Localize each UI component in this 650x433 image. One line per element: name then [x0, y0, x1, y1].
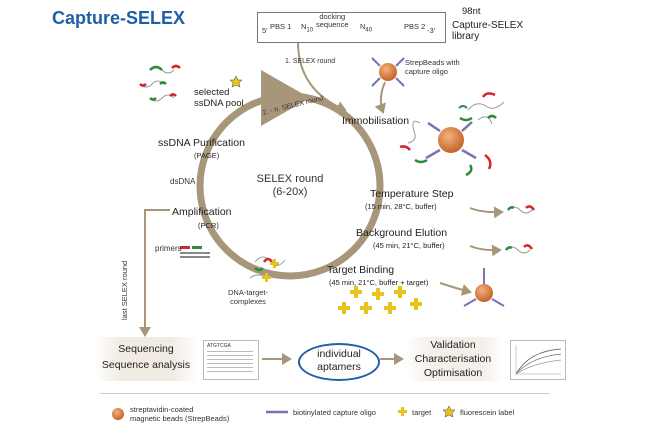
last-round-arrow — [139, 209, 170, 337]
step-background-cond: (45 min, 21°C, buffer) — [373, 241, 445, 250]
page-title: Capture-SELEX — [52, 8, 186, 28]
immobilised-bead — [399, 105, 497, 177]
lib-pbs1: PBS 1 — [270, 22, 292, 31]
legend-fluorescein: fluorescein label — [460, 408, 515, 417]
last-round-label: last SELEX round — [120, 260, 129, 320]
library-box — [257, 12, 446, 43]
cycle-center-label: SELEX round(6-20x) — [256, 173, 324, 198]
step-temperature: Temperature Step — [370, 188, 454, 200]
temp-out-arrow — [469, 206, 504, 219]
legend-target: target — [412, 408, 432, 417]
step-immobilisation: Immobilisation — [342, 115, 410, 127]
step-background: Background Elution — [356, 227, 448, 239]
step-purification-cond: (PAGE) — [194, 151, 220, 160]
lib-length: 98nt — [462, 6, 481, 17]
sequence-document: ATGTCGA — [203, 340, 259, 380]
validation-box — [404, 337, 502, 381]
lib-five-prime: 5' — [262, 26, 268, 35]
legend-target-icon — [398, 407, 407, 416]
legend-divider — [100, 393, 550, 394]
dsdna-label: dsDNA — [170, 177, 196, 186]
target-molecules — [338, 286, 422, 314]
ssdna-strands-top-right — [459, 92, 505, 122]
aptamers-ellipse — [298, 343, 380, 381]
dna-target-label: DNA-target-complexes — [228, 288, 269, 306]
dna-target-complexes — [249, 256, 286, 282]
validation-plot — [510, 340, 566, 380]
sequencing-box — [95, 337, 197, 381]
target-bound-bead — [463, 268, 505, 307]
legend-bead-icon — [112, 408, 124, 420]
step-amplification: Amplification — [172, 206, 232, 218]
strepbead-top — [371, 57, 405, 87]
selected-ssdna-pool — [139, 64, 243, 102]
primers-icon — [180, 246, 210, 258]
legend-fluorescein-icon — [442, 405, 456, 418]
lib-n10: N10 — [301, 22, 314, 34]
selex-cycle-arrow — [196, 70, 384, 280]
lib-n40: N40 — [360, 22, 373, 34]
step-target: Target Binding — [327, 264, 395, 276]
eluted-strands — [505, 205, 536, 254]
bg-out-arrow — [469, 244, 502, 257]
first-round-label: 1. SELEX round — [285, 58, 336, 65]
sequence-document-text: ATGTCGA — [207, 343, 231, 349]
step-amplification-cond: (PCR) — [198, 221, 219, 230]
first-round-arrow — [297, 41, 347, 113]
primers-label: primers — [155, 244, 182, 253]
validation-plot-curves — [515, 345, 562, 375]
step-target-cond: (45 min, 21°C, buffer + target) — [329, 278, 429, 287]
target-out-arrow — [439, 282, 472, 296]
step-purification: ssDNA Purification — [158, 137, 245, 149]
lib-three-prime: -3' — [427, 26, 436, 35]
legend-oligo: biotinylated capture oligo — [293, 408, 376, 417]
beads-arrow — [374, 81, 386, 114]
lib-pbs2: PBS 2 — [404, 22, 426, 31]
step-temperature-cond: (15 min, 28°C, buffer) — [365, 202, 437, 211]
